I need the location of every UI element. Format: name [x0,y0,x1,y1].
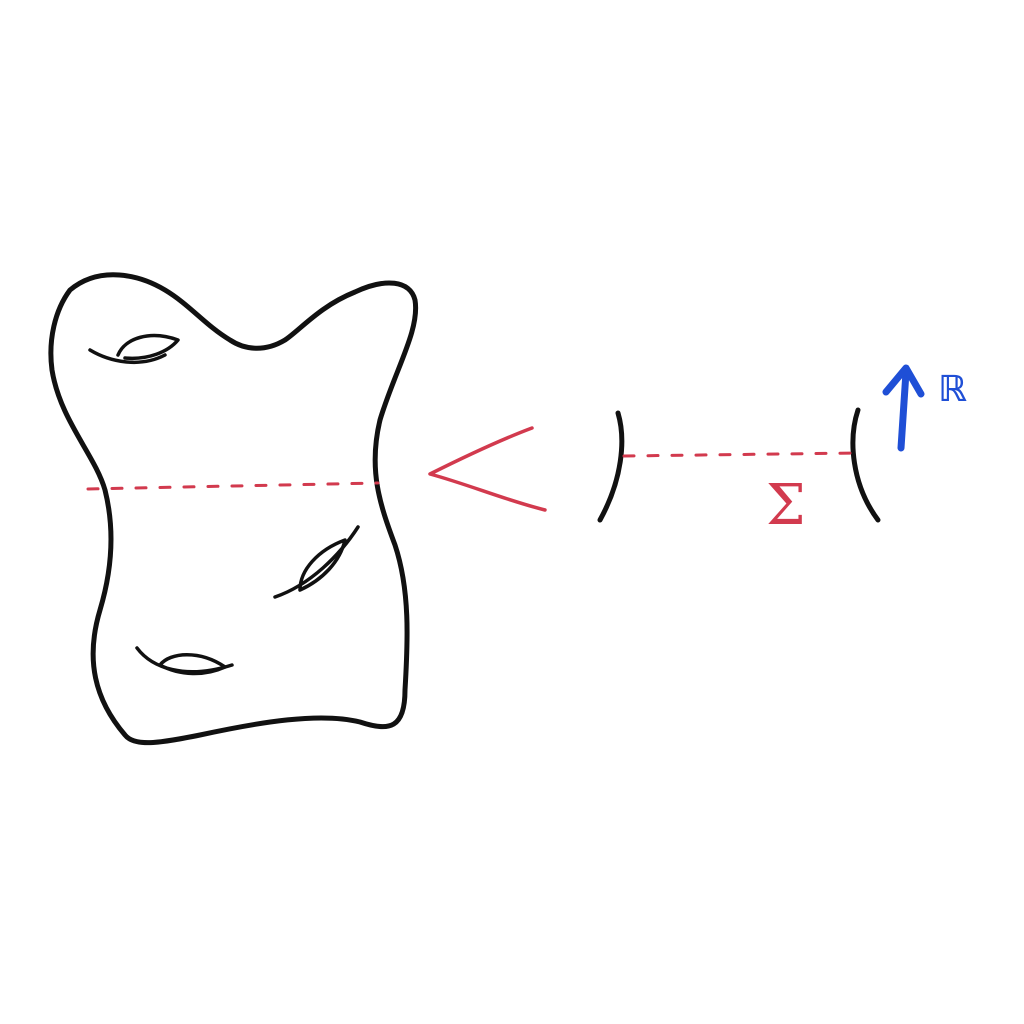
time-direction-label: ℝ [938,369,967,410]
surface-outline [48,272,419,746]
limit-arrow [428,426,547,512]
handle-lower [135,646,234,676]
time-arrow-icon [882,364,925,452]
cut-line-surface [86,481,380,491]
handle-upper [88,333,180,365]
cylinder-end-right [850,407,881,523]
cut-line-cylinder [622,451,857,458]
cut-label: Σ [766,473,806,538]
cylinder-end-left [597,410,625,523]
handle-middle [273,525,360,599]
